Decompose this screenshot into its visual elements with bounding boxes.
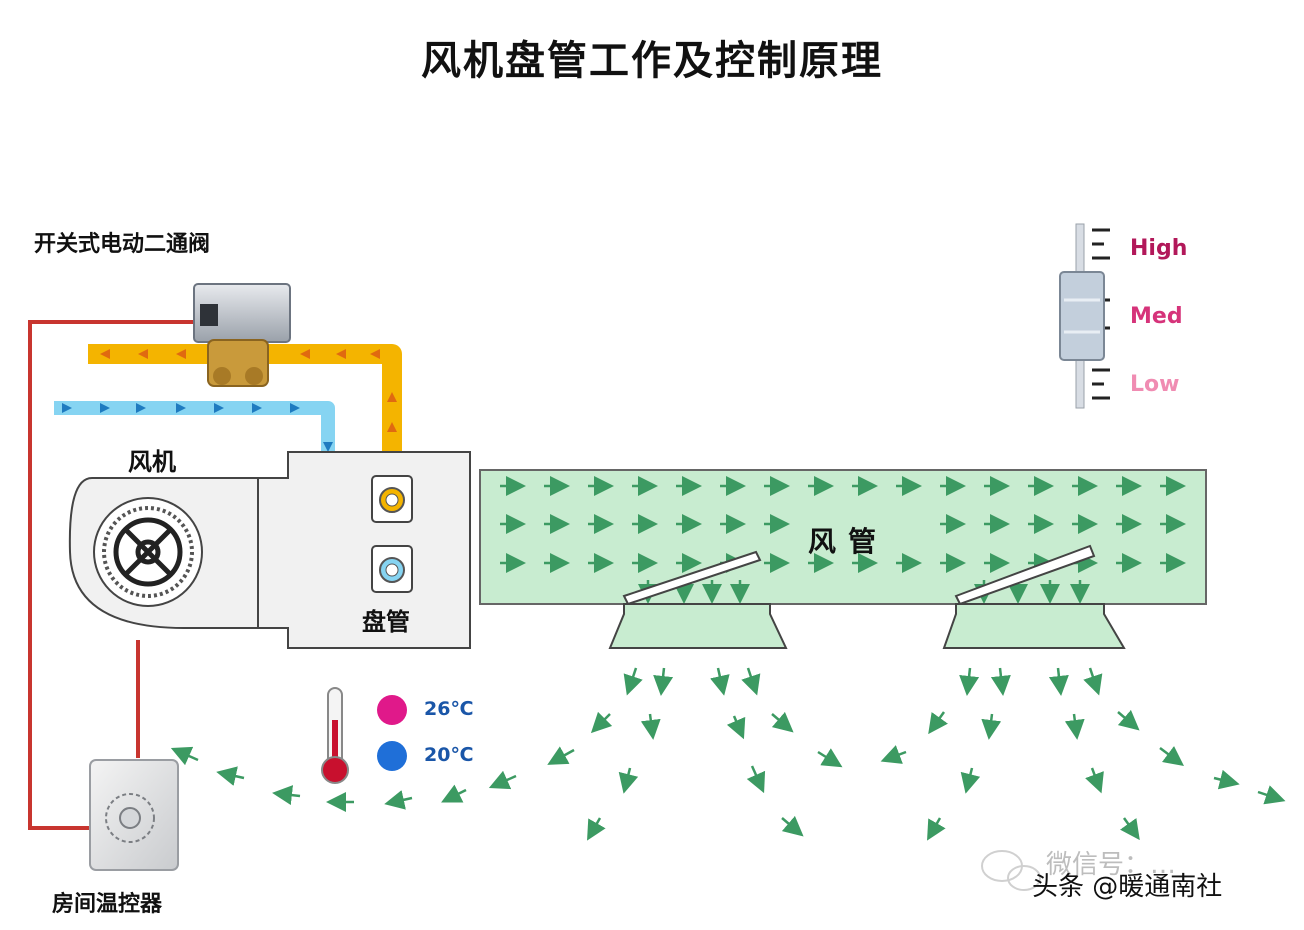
air-diffuser-right (942, 544, 1126, 649)
room-arrow (817, 748, 843, 768)
room-arrow (216, 766, 245, 786)
thermometer-icon (321, 687, 349, 784)
warm-indicator-dot (377, 695, 407, 725)
room-arrow (960, 767, 981, 794)
room-arrow (1064, 713, 1085, 740)
thermostat-label: 房间温控器 (52, 892, 163, 917)
room-arrow (1159, 746, 1184, 766)
coil-unit-icon (257, 451, 471, 649)
room-arrow (981, 713, 1002, 740)
wechat-watermark-text: 微信号：… (1046, 850, 1177, 880)
room-arrow (771, 711, 794, 733)
room-arrow (741, 667, 761, 696)
room-arrow (1117, 709, 1140, 731)
room-arrow (441, 784, 467, 803)
room-arrow (1048, 667, 1069, 696)
room-arrow (1083, 667, 1103, 696)
room-arrow (590, 711, 613, 734)
air-diffuser-left (608, 550, 788, 649)
room-arrow (587, 817, 606, 841)
fan-speed-low-label: Low (1130, 372, 1180, 397)
fan-speed-switch (1059, 223, 1110, 409)
room-arrow (1213, 769, 1240, 790)
cool-temperature-value: 20℃ (424, 744, 474, 766)
room-arrow (272, 785, 301, 806)
diagram-title: 风机盘管工作及控制原理 (421, 38, 883, 84)
wire-valve-to-thermostat (28, 320, 196, 830)
room-arrow (384, 790, 413, 810)
source-credit: 头条 @暖通南社 (1032, 872, 1223, 902)
room-arrow (618, 767, 639, 794)
room-arrow (990, 667, 1011, 696)
room-arrow (746, 765, 766, 794)
duct-label: 风管 (808, 525, 889, 558)
room-arrow (959, 667, 980, 696)
room-arrow (653, 667, 674, 696)
cool-indicator-dot (377, 741, 407, 771)
valve-label: 开关式电动二通阀 (34, 232, 211, 257)
room-airflow-arrows (170, 667, 1286, 841)
fan-speed-high-label: High (1130, 236, 1188, 261)
room-arrow (1120, 817, 1140, 841)
room-arrow (1257, 785, 1286, 805)
fan-unit-icon (68, 477, 301, 629)
room-arrow (1085, 767, 1104, 794)
room-arrow (170, 746, 199, 766)
two-way-valve-icon (193, 283, 291, 387)
room-arrow (880, 745, 907, 764)
room-arrow (640, 713, 661, 740)
coil-label: 盘管 (362, 608, 410, 636)
room-arrow (726, 715, 746, 740)
room-arrow (928, 711, 948, 735)
fan-label: 风机 (128, 448, 176, 476)
room-arrow (781, 815, 804, 837)
wechat-watermark-icon (981, 850, 1041, 891)
warm-temperature-value: 26℃ (424, 698, 474, 720)
room-arrow (710, 667, 730, 696)
room-arrow (927, 817, 946, 841)
room-arrow (623, 667, 643, 696)
fan-speed-med-label: Med (1130, 304, 1183, 329)
control-wiring (28, 320, 196, 830)
room-arrow (488, 770, 517, 790)
room-arrow (547, 746, 575, 765)
room-thermostat-icon (89, 759, 179, 871)
